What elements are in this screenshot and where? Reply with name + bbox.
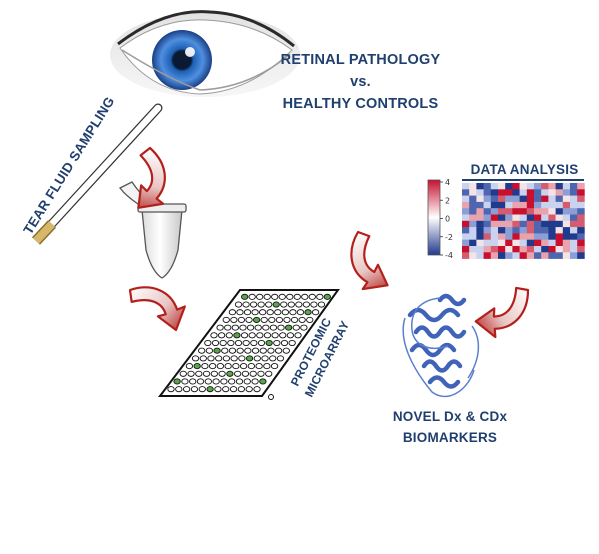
heatmap-icon: 4 2 0 -2 -4 [427,178,585,260]
curved-arrow-icon [338,230,403,298]
colorbar-tick-label: -2 [445,233,453,242]
group-label-retinal-pathology: RETINAL PATHOLOGY [280,52,441,68]
microarray-slide-icon [157,289,340,400]
curved-arrow-icon [472,280,530,343]
data-analysis-title: DATA ANALYSIS [470,162,579,177]
curved-arrow-icon [128,280,189,337]
colorbar-tick-label: 4 [445,178,450,187]
capillary-tube-icon [31,103,163,245]
colorbar-tick-label: -4 [445,251,453,260]
protein-structure-icon [402,293,480,398]
eye-icon [110,10,300,97]
group-label-versus: vs. [350,74,371,90]
group-label-healthy-controls: HEALTHY CONTROLS [282,96,439,112]
biomarkers-label-line1: NOVEL Dx & CDx [392,409,508,424]
colorbar-tick-label: 0 [445,215,450,224]
colorbar-tick-label: 2 [445,196,450,205]
biomarkers-label-line2: BIOMARKERS [402,430,498,445]
